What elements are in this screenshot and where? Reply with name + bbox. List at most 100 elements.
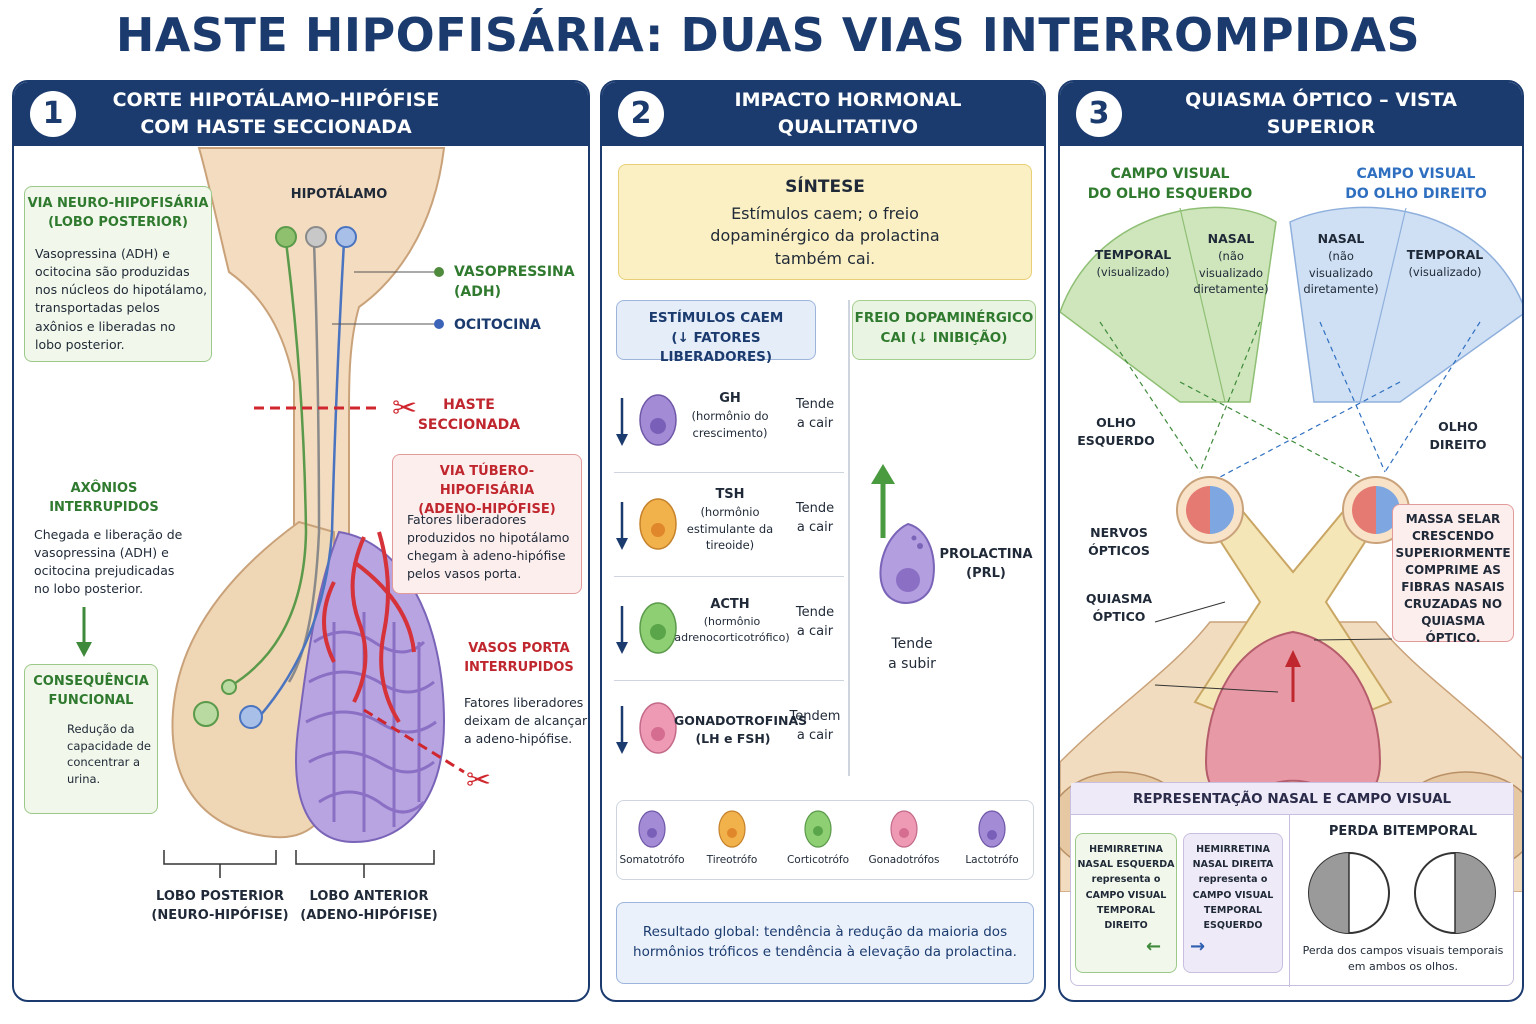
neuron-grey	[305, 226, 327, 248]
right-projection-lines	[1219, 321, 1481, 478]
sintese-title: SÍNTESE	[785, 177, 865, 197]
neuro-title: VIA NEURO-HIPOFISÁRIA (LOBO POSTERIOR)	[27, 196, 209, 230]
down-arrow-icon	[616, 706, 628, 754]
scissors-icon-2: ✂	[466, 763, 491, 798]
haste-label: HASTE SECCIONADA	[417, 397, 521, 434]
prolactina-trend: Tende a subir	[888, 636, 936, 673]
down-arrow-icon	[616, 606, 628, 654]
temporal-esq-sub: (visualizado)	[1096, 265, 1170, 279]
axonios-text: Chegada e liberação de vasopressina (ADH…	[34, 527, 183, 597]
right-arrow-icon: →	[1190, 936, 1206, 957]
hormone-name: TSH	[715, 487, 745, 502]
left-eye-temporal-half	[1186, 486, 1210, 534]
consequencia-title: CONSEQUÊNCIA FUNCIONAL	[33, 674, 149, 708]
portal-vessels	[322, 531, 416, 724]
panel-quiasma-optico: 3 QUIASMA ÓPTICO – VISTA SUPERIOR CAMPO …	[1058, 80, 1524, 1002]
panel-number: 3	[1076, 91, 1122, 137]
olho-direito-label: OLHO DIREITO	[1429, 419, 1487, 453]
perda-divider	[1289, 815, 1290, 987]
panel-title: IMPACTO HORMONAL QUALITATIVO	[734, 89, 962, 138]
hormone-row: TSH (hormônio estimulante da tireoide) T…	[612, 476, 844, 580]
representacao-title: REPRESENTAÇÃO NASAL E CAMPO VISUAL	[1132, 791, 1452, 807]
row-divider	[614, 576, 844, 577]
lobo-posterior-label: LOBO POSTERIOR (NEURO-HIPÓFISE)	[151, 889, 289, 923]
legend-label: Tireotrófo	[706, 854, 758, 866]
nasal-esq-label: NASAL	[1207, 231, 1255, 246]
tubero-text: Fatores liberadores produzidos no hipotá…	[407, 512, 570, 582]
hormone-desc: (LH e FSH)	[695, 731, 771, 746]
tubero-hipofisaria-box: VIA TÚBERO-HIPOFISÁRIA (ADENO-HIPÓFISE) …	[392, 454, 582, 594]
left-field-divider	[1179, 207, 1226, 403]
up-arrow-icon	[871, 464, 895, 538]
bitemporal-loss-icon	[1308, 852, 1496, 934]
legend-label: Somatotrófo	[619, 854, 685, 866]
axonios-title: AXÔNIOS INTERRUPIDOS	[49, 481, 159, 515]
left-arrow-icon: ←	[1146, 936, 1162, 957]
axon-blue	[258, 241, 346, 718]
panel-header: 2 IMPACTO HORMONAL QUALITATIVO	[602, 82, 1044, 146]
quiasma-leader	[1154, 684, 1279, 693]
hormone-row: GH (hormônio do crescimento) Tende a cai…	[612, 372, 844, 476]
bracket-posterior	[163, 850, 277, 865]
gonadotroph-legend-icon	[890, 810, 918, 848]
quiasma-label: QUIASMA ÓPTICO	[1085, 591, 1153, 625]
freio-title: FREIO DOPAMINÉRGICO CAI (↓ INIBIÇÃO)	[854, 310, 1034, 346]
panel-number: 2	[618, 91, 664, 137]
estimulos-header: ESTÍMULOS CAEM (↓ FATORES LIBERADORES)	[616, 300, 816, 365]
thyrotroph-legend-icon	[718, 810, 746, 848]
hormone-name: GH	[719, 391, 741, 406]
scissors-icon: ✂	[392, 391, 417, 426]
axon-green	[228, 241, 308, 689]
hormone-desc: (hormônio do crescimento)	[691, 409, 769, 440]
row-divider	[614, 680, 844, 681]
terminal-green	[193, 701, 219, 727]
right-field-fan	[1289, 206, 1522, 403]
neuro-text: Vasopressina (ADH) e ocitocina são produ…	[35, 246, 208, 352]
hemirretina-direita-box: HEMIRRETINA NASAL DIREITA representa o C…	[1183, 833, 1283, 973]
campo-esquerdo-label: CAMPO VISUAL DO OLHO ESQUERDO	[1087, 166, 1253, 203]
temporal-esq-label: TEMPORAL	[1094, 247, 1172, 262]
neuro-hipofisaria-box: VIA NEURO-HIPOFISÁRIA (LOBO POSTERIOR) V…	[24, 186, 212, 362]
representacao-header: REPRESENTAÇÃO NASAL E CAMPO VISUAL	[1071, 783, 1513, 815]
hormone-name: GONADOTROFINAS	[674, 713, 808, 728]
vasopressina-dot	[434, 267, 444, 277]
representacao-box: REPRESENTAÇÃO NASAL E CAMPO VISUAL HEMIR…	[1070, 782, 1514, 987]
tubero-title: VIA TÚBERO-HIPOFISÁRIA (ADENO-HIPÓFISE)	[418, 464, 556, 517]
terminal-blue	[239, 705, 263, 729]
vasos-title: VASOS PORTA INTERRUPIDOS	[464, 641, 574, 675]
prolactina-label: PROLACTINA (PRL)	[939, 547, 1033, 581]
consequencia-box: CONSEQUÊNCIA FUNCIONAL Redução da capaci…	[24, 664, 158, 814]
right-eye-nasal-half	[1352, 486, 1376, 534]
hormone-trend: Tende a cair	[795, 397, 835, 431]
left-eye-nasal-half	[1210, 486, 1234, 534]
nervos-label: NERVOS ÓPTICOS	[1088, 525, 1150, 559]
hemi-dir-text: HEMIRRETINA NASAL DIREITA representa o C…	[1192, 844, 1274, 931]
campo-direito-label: CAMPO VISUAL DO OLHO DIREITO	[1345, 166, 1487, 203]
hormone-row: GONADOTROFINAS (LH e FSH) Tendem a cair	[612, 684, 844, 780]
sintese-box: SÍNTESE Estímulos caem; o freio dopaminé…	[618, 164, 1032, 280]
lobo-anterior-label: LOBO ANTERIOR (ADENO-HIPÓFISE)	[300, 889, 438, 923]
temporal-dir-sub: (visualizado)	[1408, 265, 1482, 279]
temporal-dir-label: TEMPORAL	[1406, 247, 1484, 262]
panel-header: 1 CORTE HIPOTÁLAMO–HIPÓFISE COM HASTE SE…	[14, 82, 588, 146]
vessel-cut-line	[363, 708, 465, 774]
left-field-fan	[1060, 206, 1277, 403]
freio-header: FREIO DOPAMINÉRGICO CAI (↓ INIBIÇÃO)	[852, 300, 1036, 360]
nasal-esq-sub: (não visualizado diretamente)	[1193, 249, 1269, 297]
hypothalamus-pituitary-illustration: ✂ ✂	[29, 147, 491, 878]
vasos-text: Fatores liberadores deixam de alcançar a…	[464, 695, 588, 747]
somatotroph-cell-icon	[639, 394, 677, 446]
hormone-trend: Tendem a cair	[789, 709, 841, 743]
legend-label: Lactotrófo	[965, 854, 1019, 866]
hemirretina-esquerda-box: HEMIRRETINA NASAL ESQUERDA representa o …	[1075, 833, 1177, 973]
hormone-trend: Tende a cair	[795, 605, 835, 639]
neuron-green	[275, 226, 297, 248]
neuron-blue	[335, 226, 357, 248]
olho-esquerdo-label: OLHO ESQUERDO	[1077, 415, 1155, 449]
hormone-desc: (hormônio estimulante da tireoide)	[686, 505, 774, 553]
hemi-esq-text: HEMIRRETINA NASAL ESQUERDA representa o …	[1077, 844, 1175, 931]
panel-title: QUIASMA ÓPTICO – VISTA SUPERIOR	[1185, 89, 1457, 138]
visual-pathway-illustration	[1060, 206, 1522, 892]
hipotalamo-label: HIPOTÁLAMO	[290, 187, 388, 202]
panel-hipotalamo-hipofise: 1 CORTE HIPOTÁLAMO–HIPÓFISE COM HASTE SE…	[12, 80, 590, 1002]
